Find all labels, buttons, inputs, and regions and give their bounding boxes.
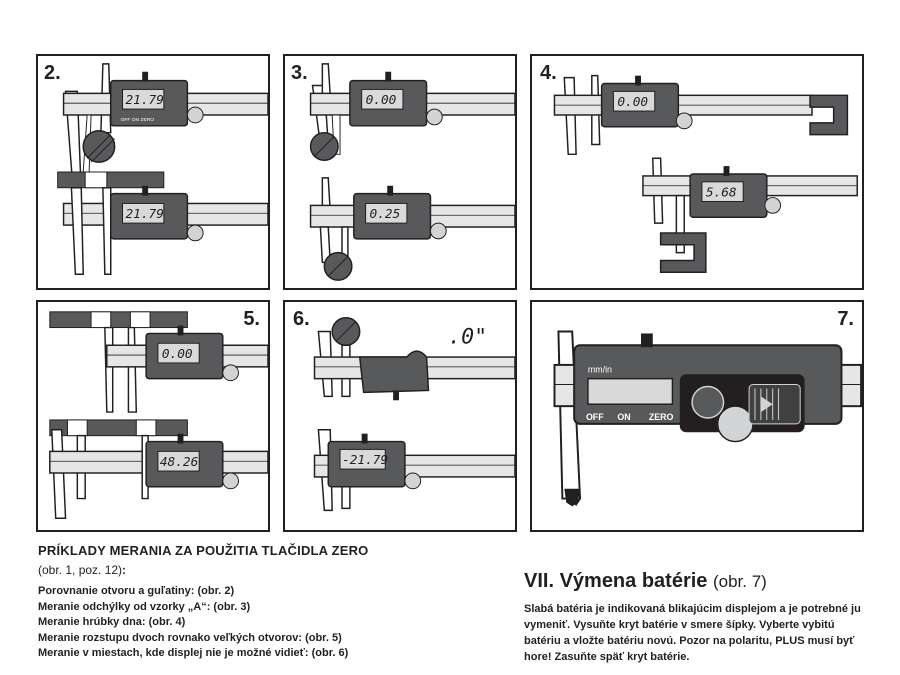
display-value: 0.00 — [617, 95, 648, 110]
figure-number: 4. — [540, 62, 557, 84]
display-value: 21.79 — [125, 93, 163, 108]
display-value: 5.68 — [706, 186, 737, 201]
caliper-upper: OFF ON ZERO 21.79 — [62, 63, 268, 195]
examples-title: PRÍKLADY MERANIA ZA POUŽITIA TLAČIDLA ZE… — [38, 543, 369, 558]
figure-3-illustration: 0.00 0.25 — [309, 63, 515, 281]
example-item: Meranie v miestach, kde displej nie je m… — [38, 647, 349, 659]
figure-7-panel: mm/in OFF ON ZERO 7. — [530, 300, 864, 532]
caliper-upper: 0.00 — [309, 63, 515, 161]
measurement-examples: PRÍKLADY MERANIA ZA POUŽITIA TLAČIDLA ZE… — [38, 543, 478, 662]
round-bar — [82, 129, 116, 163]
figure-5-panel: 0.00 48.26 5. — [36, 300, 270, 532]
display-value: -21.79 — [342, 453, 388, 468]
figure-5-illustration: 0.00 48.26 — [49, 311, 268, 519]
caliper-upper: 0.00 — [553, 74, 849, 156]
figure-6-panel: .0" -21.79 6. — [283, 300, 517, 532]
caliper-upper: 0.00 — [49, 311, 268, 413]
callout-value: .0" — [448, 324, 487, 349]
figure-number: 6. — [293, 308, 310, 330]
figure-2-panel: OFF ON ZERO 21.79 21.79 2. — [36, 54, 270, 290]
caliper-lower: 5.68 — [642, 157, 858, 274]
svg-text:OFF ON ZERO: OFF ON ZERO — [121, 117, 155, 123]
example-item: Porovnanie otvoru a guľatiny: (obr. 2) — [38, 585, 235, 597]
display-value: 48.26 — [160, 455, 199, 470]
figure-3-panel: 0.00 0.25 3. — [283, 54, 517, 290]
caliper-lower: -21.79 — [313, 429, 515, 512]
example-item: Meranie rozstupu dvoch rovnako veľkých o… — [38, 631, 342, 644]
examples-reference: (obr. 1, poz. 12): — [38, 563, 478, 577]
figure-number: 3. — [291, 62, 308, 84]
battery-instructions: Slabá batéria je indikovaná blikajúcim d… — [524, 603, 861, 663]
battery-ref: (obr. 7) — [712, 572, 767, 591]
display-value: 21.79 — [125, 207, 163, 222]
display-value: 0.00 — [162, 347, 193, 362]
figure-2-illustration: OFF ON ZERO 21.79 21.79 — [57, 63, 268, 275]
example-item: Meranie hrúbky dna: (obr. 4) — [38, 616, 186, 628]
battery-section: VII. Výmena batérie (obr. 7) Slabá batér… — [524, 570, 874, 665]
display-value: 0.25 — [370, 207, 401, 222]
figure-number: 7. — [837, 308, 854, 330]
caliper-lower: 21.79 — [57, 171, 268, 275]
example-item: Meranie odchýlky od vzorky „A“: (obr. 3) — [38, 600, 251, 613]
battery-heading: VII. Výmena batérie (obr. 7) — [524, 570, 874, 593]
figure-4-panel: 0.00 5.68 4. — [530, 54, 864, 290]
figure-7-illustration: mm/in OFF ON ZERO — [553, 330, 862, 507]
unit-label: mm/in — [588, 365, 612, 375]
examples-ref-colon: : — [122, 563, 127, 577]
figure-number: 2. — [44, 62, 61, 84]
display-value: 0.00 — [366, 93, 397, 108]
caliper-lower: 0.25 — [309, 177, 515, 281]
figure-4-illustration: 0.00 5.68 — [553, 74, 858, 274]
arrow-right-icon — [760, 396, 773, 413]
caliper-upper: .0" — [313, 316, 515, 401]
battery-title: VII. Výmena batérie — [524, 570, 708, 592]
off-label: OFF — [586, 412, 604, 422]
figure-number: 5. — [243, 308, 260, 330]
examples-ref-text: (obr. 1, poz. 12) — [38, 563, 123, 577]
figure-6-illustration: .0" -21.79 — [313, 316, 515, 512]
on-label: ON — [617, 412, 630, 422]
caliper-closeup: mm/in OFF ON ZERO — [553, 330, 862, 507]
zero-label: ZERO — [649, 412, 674, 422]
caliper-lower: 48.26 — [49, 419, 268, 519]
